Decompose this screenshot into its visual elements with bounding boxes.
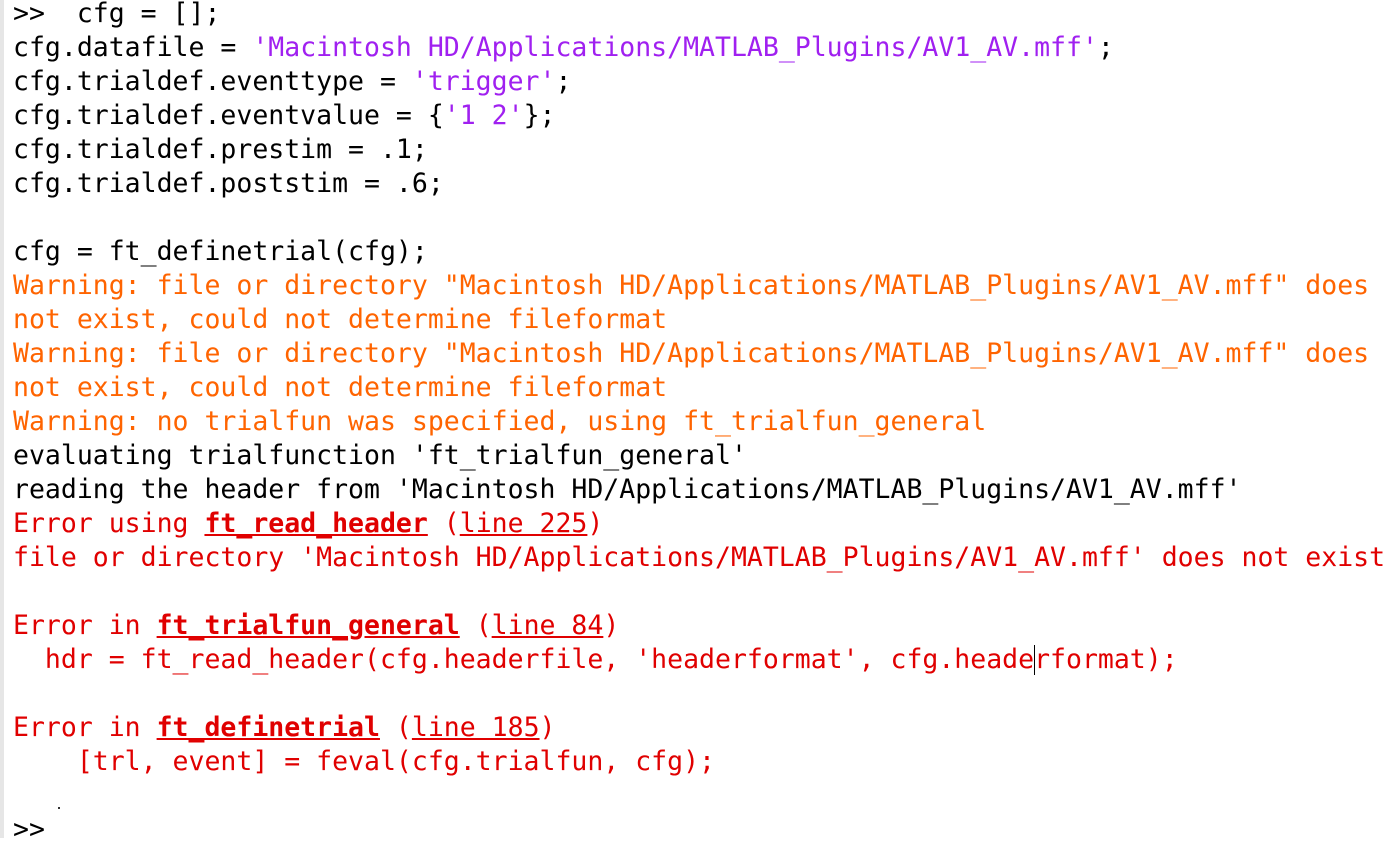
error-text: [trl, event] = feval(cfg.trialfun, cfg); — [13, 746, 715, 777]
line-number-link[interactable]: line 185 — [411, 712, 540, 743]
error-text: file or directory 'Macintosh HD/Applicat… — [13, 542, 1386, 573]
string-literal: 'trigger' — [411, 66, 556, 97]
error-text: ) — [603, 610, 620, 641]
console-text: cfg.trialdef.eventtype = — [13, 66, 412, 97]
console-line: Error in ft_trialfun_general (line 84) — [13, 609, 1385, 643]
console-line: Error in ft_definetrial (line 185) — [13, 711, 1385, 745]
console-text: ; — [555, 66, 572, 97]
command-window[interactable]: >> cfg = [];cfg.datafile = 'Macintosh HD… — [13, 0, 1385, 847]
console-line: not exist, could not determine fileforma… — [13, 303, 1385, 337]
string-literal: '1 2' — [443, 100, 524, 131]
console-text: cfg = ft_definetrial(cfg); — [13, 236, 428, 267]
console-line: Warning: no trialfun was specified, usin… — [13, 405, 1385, 439]
console-line — [13, 677, 1385, 711]
string-literal: 'Macintosh HD/Applications/MATLAB_Plugin… — [252, 32, 1098, 63]
console-text: cfg.trialdef.prestim = .1; — [13, 134, 428, 165]
warning-text: not exist, could not determine fileforma… — [13, 304, 668, 335]
console-line: Warning: file or directory "Macintosh HD… — [13, 269, 1385, 303]
console-line: hdr = ft_read_header(cfg.headerfile, 'he… — [13, 643, 1385, 677]
console-text: cfg.datafile = — [13, 32, 253, 63]
console-line: cfg.trialdef.prestim = .1; — [13, 133, 1385, 167]
console-line: cfg.trialdef.eventtype = 'trigger'; — [13, 65, 1385, 99]
console-line: not exist, could not determine fileforma… — [13, 371, 1385, 405]
error-text: Error in — [13, 712, 157, 743]
console-text: evaluating trialfunction 'ft_trialfun_ge… — [13, 440, 747, 471]
console-line — [13, 201, 1385, 235]
console-line: Warning: file or directory "Macintosh HD… — [13, 337, 1385, 371]
console-line: cfg.trialdef.poststim = .6; — [13, 167, 1385, 201]
console-text: cfg.trialdef.poststim = .6; — [13, 168, 444, 199]
warning-text: Warning: no trialfun was specified, usin… — [13, 406, 987, 437]
stray-dot — [58, 807, 60, 809]
console-line: evaluating trialfunction 'ft_trialfun_ge… — [13, 439, 1385, 473]
error-text: Error in — [13, 610, 157, 641]
error-text: Error using — [13, 508, 205, 539]
error-text: hdr = ft_read_header(cfg.headerfile, 'he… — [13, 644, 1035, 675]
console-text: cfg.trialdef.eventvalue = { — [13, 100, 444, 131]
line-number-link[interactable]: line 84 — [491, 610, 604, 641]
console-text: >> cfg = []; — [13, 0, 221, 29]
console-line: cfg.datafile = 'Macintosh HD/Application… — [13, 31, 1385, 65]
function-link[interactable]: ft_read_header — [204, 508, 428, 539]
console-line: file or directory 'Macintosh HD/Applicat… — [13, 541, 1385, 575]
console-text: }; — [523, 100, 556, 131]
warning-text: not exist, could not determine fileforma… — [13, 372, 668, 403]
console-line — [13, 779, 1385, 813]
console-line: >> cfg = []; — [13, 0, 1385, 31]
error-text: ( — [427, 508, 460, 539]
line-number-link[interactable]: line 225 — [459, 508, 588, 539]
function-link[interactable]: ft_trialfun_general — [156, 610, 460, 641]
warning-text: Warning: file or directory "Macintosh HD… — [13, 270, 1370, 301]
error-text: ( — [379, 712, 412, 743]
error-text: ( — [459, 610, 492, 641]
error-text: ) — [539, 712, 556, 743]
warning-text: Warning: file or directory "Macintosh HD… — [13, 338, 1370, 369]
error-text: ) — [587, 508, 604, 539]
window-left-border — [0, 0, 4, 838]
console-text: >> — [13, 814, 61, 845]
text-cursor — [1034, 645, 1036, 675]
error-text: rformat); — [1034, 644, 1178, 675]
console-line: Error using ft_read_header (line 225) — [13, 507, 1385, 541]
console-text: reading the header from 'Macintosh HD/Ap… — [13, 474, 1242, 505]
console-line: [trl, event] = feval(cfg.trialfun, cfg); — [13, 745, 1385, 779]
command-prompt-line[interactable]: >> — [13, 813, 1385, 847]
console-text: ; — [1097, 32, 1114, 63]
console-line — [13, 575, 1385, 609]
function-link[interactable]: ft_definetrial — [156, 712, 380, 743]
console-line: reading the header from 'Macintosh HD/Ap… — [13, 473, 1385, 507]
console-line: cfg = ft_definetrial(cfg); — [13, 235, 1385, 269]
console-line: cfg.trialdef.eventvalue = {'1 2'}; — [13, 99, 1385, 133]
